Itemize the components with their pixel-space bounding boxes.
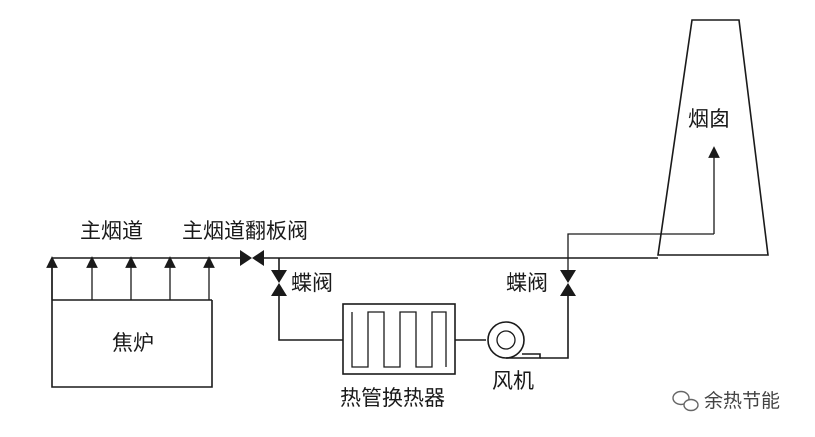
main-flue-label: 主烟道 [80, 219, 143, 243]
right-butterfly-valve-bottom-triangle [560, 283, 576, 296]
coke-oven: 焦炉 [51, 258, 213, 388]
gas-flow-arrows [46, 256, 215, 300]
coke-oven-label: 焦炉 [112, 331, 154, 355]
fan-label: 风机 [492, 369, 534, 393]
watermark: 余热节能 [672, 390, 780, 412]
left-butterfly-valve-top-triangle [271, 270, 287, 283]
right-butterfly-valve-top-triangle [560, 270, 576, 283]
fan-housing [487, 321, 525, 359]
bypass-line [567, 233, 714, 270]
flap-valve-left-triangle [240, 250, 252, 266]
heat-pipe-coil [351, 311, 447, 368]
heat-pipe-exchanger-body [342, 303, 456, 375]
main-flue-flap-valve [240, 250, 264, 266]
fan-impeller [496, 330, 516, 350]
left-butterfly-valve-label: 蝶阀 [291, 271, 333, 295]
left-butterfly-valve-bottom-triangle [271, 283, 287, 296]
coke-oven-outline [51, 258, 213, 388]
chimney: 烟囱 [657, 19, 769, 256]
watermark-text: 余热节能 [704, 390, 780, 412]
main-flue-flap-valve-label: 主烟道翻板阀 [182, 219, 308, 243]
fan-to-valve-pipe [540, 296, 569, 359]
wechat-icon [672, 390, 699, 412]
flap-valve-right-triangle [252, 250, 264, 266]
left-butterfly-valve [271, 270, 287, 296]
heat-pipe-exchanger-label: 热管换热器 [340, 386, 445, 410]
chimney-body [657, 19, 769, 256]
fan-outlet [506, 353, 541, 359]
heat-pipe-exchanger: 热管换热器 [340, 303, 456, 410]
fan: 风机 [487, 321, 541, 393]
chimney-label: 烟囱 [688, 107, 730, 131]
right-butterfly-valve-label: 蝶阀 [506, 271, 548, 295]
right-butterfly-valve [560, 270, 576, 296]
left-branch-pipe [278, 296, 343, 341]
